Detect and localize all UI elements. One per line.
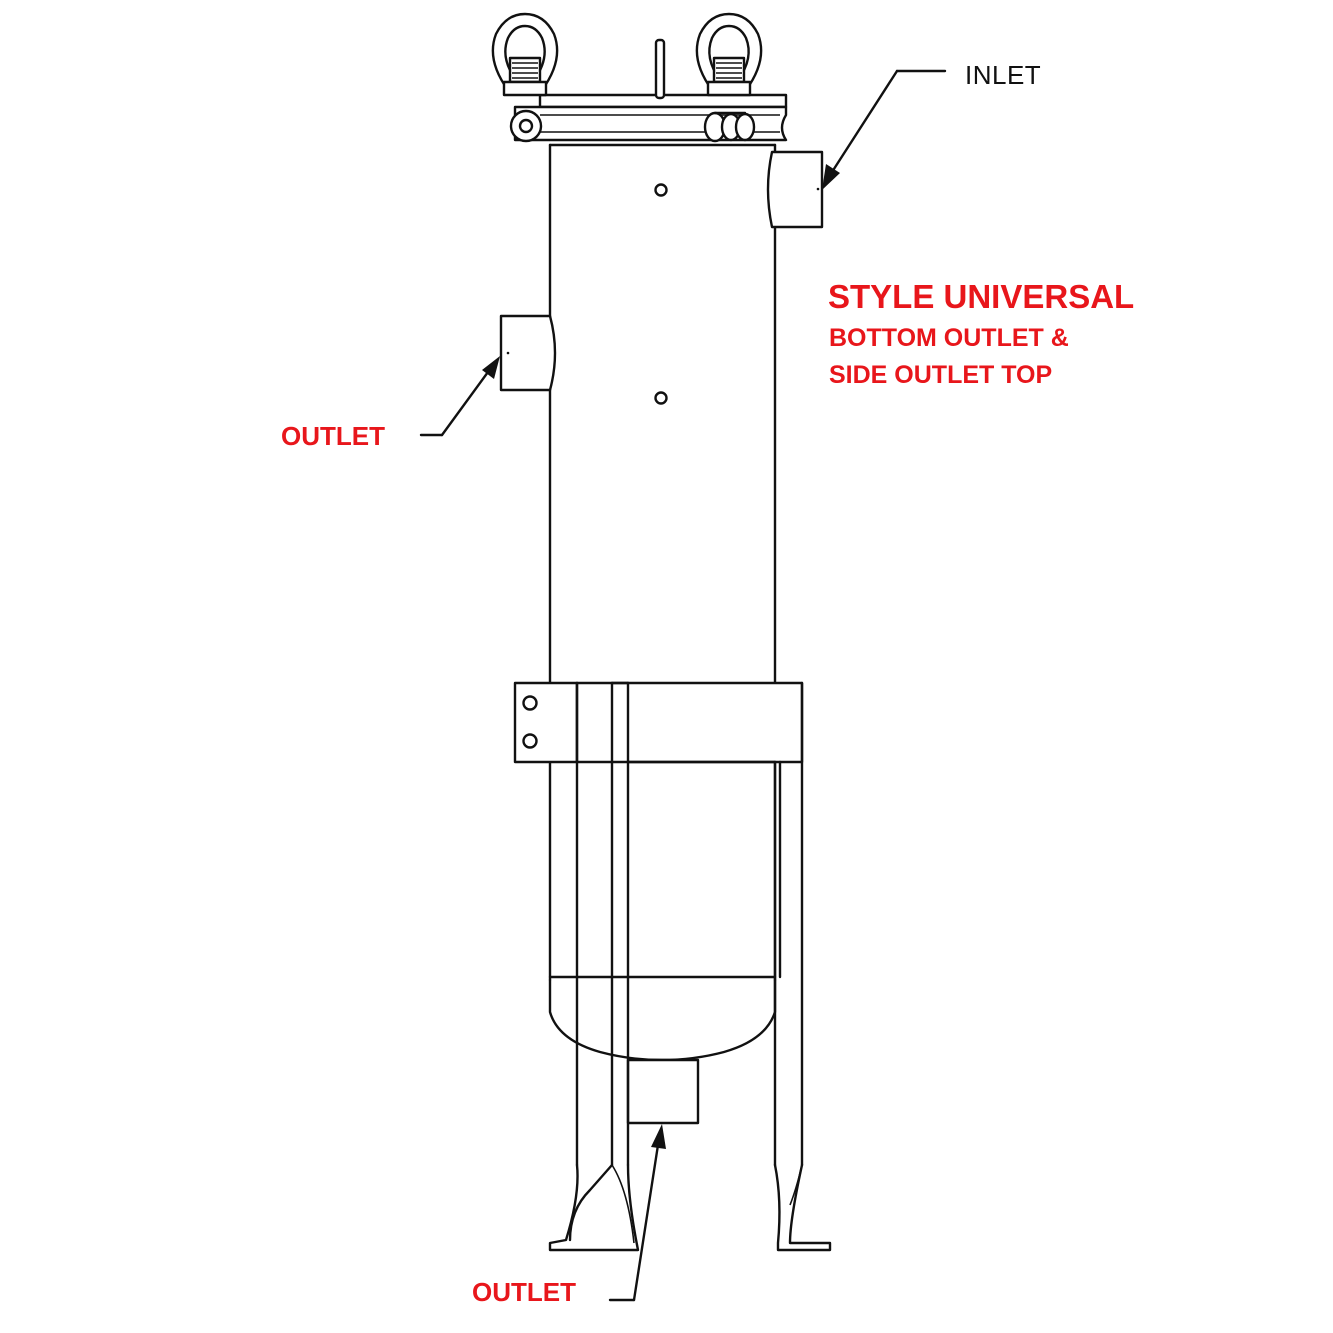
bottom-outlet-leader	[608, 1124, 666, 1302]
leg-band	[513, 681, 804, 764]
inner-shell	[626, 760, 782, 979]
side-outlet-leader	[419, 356, 500, 437]
eye-bolt-right	[695, 12, 763, 97]
style-title: STYLE UNIVERSAL	[828, 278, 1135, 315]
style-subtitle-line2: SIDE OUTLET TOP	[829, 361, 1053, 389]
body-hole-lower	[654, 391, 668, 405]
dished-bottom-head	[548, 975, 777, 1062]
inlet-nozzle	[766, 150, 824, 229]
inlet-leader	[822, 69, 947, 190]
bottom-outlet-nozzle	[626, 1058, 700, 1125]
side-outlet-label: OUTLET	[281, 421, 385, 451]
bottom-outlet-label: OUTLET	[472, 1277, 576, 1307]
eye-bolt-left	[491, 12, 559, 97]
body-hole-upper	[654, 183, 668, 197]
side-outlet-nozzle	[499, 314, 557, 392]
front-right-leg	[773, 681, 832, 1252]
inlet-label: INLET	[965, 60, 1042, 90]
front-left-legs	[548, 681, 640, 1252]
style-subtitle-line1: BOTTOM OUTLET &	[829, 324, 1069, 352]
vessel-body	[548, 143, 777, 982]
lid-assembly	[509, 38, 788, 143]
